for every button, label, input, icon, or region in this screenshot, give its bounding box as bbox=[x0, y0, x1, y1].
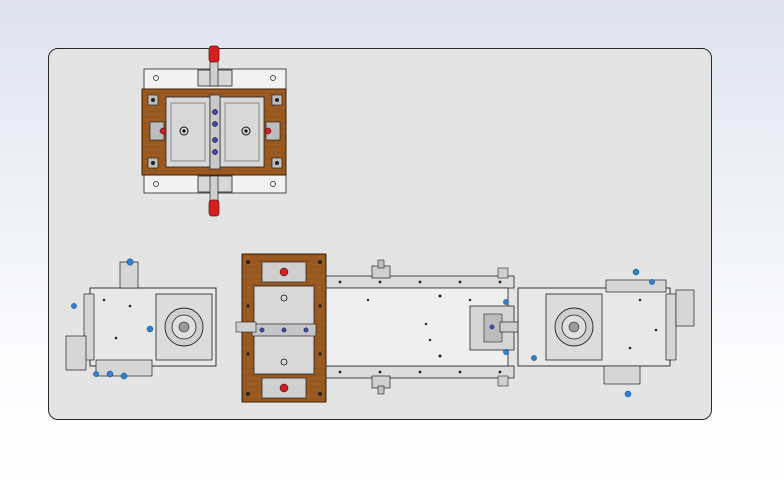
conveyor-assembly-view[interactable] bbox=[65, 253, 695, 403]
carriage-indicator bbox=[279, 267, 289, 277]
bracket-left bbox=[65, 335, 87, 371]
rail-top bbox=[317, 275, 515, 289]
sensor-indicator bbox=[159, 127, 167, 135]
carriage-indicator bbox=[279, 383, 289, 393]
bolt-hole bbox=[153, 181, 159, 187]
bolt-hole bbox=[270, 181, 276, 187]
rail-bottom bbox=[317, 365, 515, 379]
carriage-jaw-bottom bbox=[253, 333, 315, 375]
locator-pin bbox=[241, 126, 251, 136]
clamp-handle-top[interactable] bbox=[208, 45, 220, 63]
carriage-jaw-top bbox=[253, 285, 315, 327]
bracket-right bbox=[675, 289, 695, 327]
bolt-hole bbox=[270, 75, 276, 81]
bolt-hole bbox=[153, 75, 159, 81]
clamp-handle-bottom[interactable] bbox=[208, 199, 220, 217]
locator-pin bbox=[179, 126, 189, 136]
fixture-top-view[interactable] bbox=[141, 45, 287, 217]
center-rail bbox=[209, 94, 221, 170]
sensor-indicator bbox=[264, 127, 272, 135]
